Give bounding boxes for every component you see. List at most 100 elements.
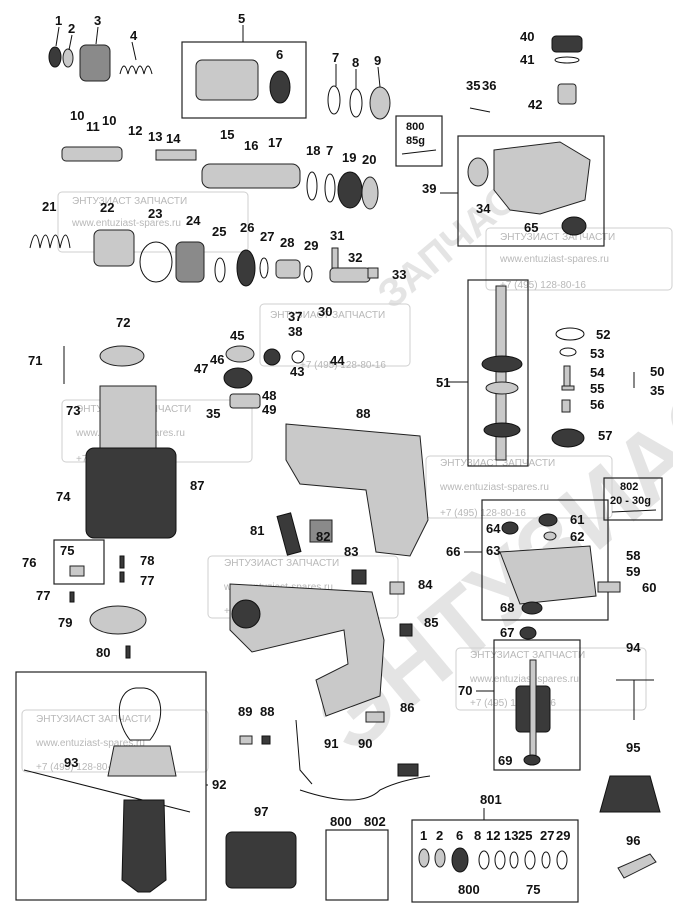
watermark-phone: +7 (495) 128-80-16 bbox=[36, 762, 122, 773]
callout-42: 42 bbox=[528, 97, 542, 112]
kit-801-ring-7 bbox=[524, 850, 536, 870]
kit-801-item: 2 bbox=[436, 828, 443, 843]
callout-68: 68 bbox=[500, 600, 514, 615]
box-kit-801 bbox=[411, 819, 579, 903]
callout-9: 9 bbox=[374, 53, 381, 68]
part-41 bbox=[554, 56, 580, 64]
callout-36: 36 bbox=[482, 78, 496, 93]
callout-72: 72 bbox=[116, 315, 130, 330]
part-29 bbox=[303, 265, 313, 283]
box-part-70 bbox=[493, 639, 581, 771]
callout-15: 15 bbox=[220, 127, 234, 142]
part-82 bbox=[309, 519, 333, 543]
part-32 bbox=[329, 267, 371, 283]
callout-11: 11 bbox=[86, 119, 100, 134]
callout-41: 41 bbox=[520, 52, 534, 67]
part-70-shaft bbox=[529, 659, 537, 761]
part-85 bbox=[399, 623, 413, 637]
part-90 bbox=[299, 775, 431, 801]
callout-30: 30 bbox=[318, 304, 332, 319]
callout-17: 17 bbox=[268, 135, 282, 150]
part-6 bbox=[269, 70, 291, 104]
watermark-block-1: ЭНТУЗИАСТ ЗАПЧАСТИ www.entuziast-spares.… bbox=[57, 191, 249, 253]
kit-801-item: 6 bbox=[456, 828, 463, 843]
callout-77: 77 bbox=[36, 588, 50, 603]
parts-row-3 bbox=[63, 345, 305, 409]
callout-20: 20 bbox=[362, 152, 376, 167]
part-51-gear-1 bbox=[481, 355, 523, 373]
watermark-url: www.entuziast-spares.ru bbox=[499, 254, 609, 265]
callout-86: 86 bbox=[400, 700, 414, 715]
callout-63: 63 bbox=[486, 543, 500, 558]
watermark-phone: +7 (495) 128-80-16 bbox=[470, 698, 556, 709]
callout-81: 81 bbox=[250, 523, 264, 538]
watermark-block-5: ЭНТУЗИАСТ ЗАПЧАСТИ www.entuziast-spares.… bbox=[425, 455, 613, 519]
part-95 bbox=[599, 775, 661, 813]
callout-73: 73 bbox=[66, 403, 80, 418]
callout-50: 50 bbox=[650, 364, 664, 379]
callout-34: 34 bbox=[476, 201, 491, 216]
callout-82: 82 bbox=[316, 529, 330, 544]
part-79 bbox=[89, 605, 147, 635]
callout-67: 67 bbox=[500, 625, 514, 640]
grease-802-number: 802 bbox=[620, 481, 638, 493]
part-28 bbox=[275, 259, 301, 279]
callout-5: 5 bbox=[238, 11, 245, 26]
part-90-plug bbox=[397, 763, 419, 777]
callout-23: 23 bbox=[148, 206, 162, 221]
callout-56: 56 bbox=[590, 397, 604, 412]
callout-46: 46 bbox=[210, 352, 224, 367]
part-60 bbox=[597, 581, 621, 593]
part-61 bbox=[538, 513, 558, 527]
callout-35: 35 bbox=[650, 383, 664, 398]
part-92-loop bbox=[118, 687, 162, 741]
watermark-brand: ЭНТУЗИАСТ ЗАПЧАСТИ bbox=[36, 714, 151, 725]
callout-96: 96 bbox=[626, 833, 640, 848]
callout-35: 35 bbox=[466, 78, 480, 93]
part-27 bbox=[259, 257, 269, 279]
housing-87 bbox=[276, 423, 429, 557]
part-68 bbox=[521, 601, 543, 615]
callout-6: 6 bbox=[276, 47, 283, 62]
kit-801-ring-6 bbox=[509, 851, 519, 869]
part-51-shaft bbox=[495, 285, 507, 461]
part-57 bbox=[551, 428, 585, 448]
watermark-brand: ЭНТУЗИАСТ ЗАПЧАСТИ bbox=[72, 196, 187, 207]
grease-802-amount: 20 - 30g bbox=[610, 495, 651, 507]
callout-28: 28 bbox=[280, 235, 294, 250]
part-72 bbox=[99, 345, 145, 367]
callout-76: 76 bbox=[22, 555, 36, 570]
callout-65: 65 bbox=[524, 220, 538, 235]
kit-801-item: 8 bbox=[474, 828, 481, 843]
callout-60: 60 bbox=[642, 580, 656, 595]
part-64 bbox=[501, 521, 519, 535]
callout-79: 79 bbox=[58, 615, 72, 630]
callout-74: 74 bbox=[56, 489, 71, 504]
part-55 bbox=[561, 385, 575, 391]
callout-61: 61 bbox=[570, 512, 584, 527]
box-part-5 bbox=[181, 41, 307, 119]
watermark-block-2: ЭНТУЗИАСТ ЗАПЧАСТИ www.entuziast-spares.… bbox=[485, 227, 673, 291]
watermark-url: www.entuziast-spares.ru bbox=[35, 738, 145, 749]
part-97 bbox=[225, 831, 297, 889]
parts-row-2 bbox=[29, 229, 379, 287]
callout-800: 800 bbox=[330, 814, 352, 829]
callout-54: 54 bbox=[590, 365, 605, 380]
callout-7: 7 bbox=[332, 50, 339, 65]
watermark-phone: +7 (495) 128-80-16 bbox=[300, 360, 386, 371]
leader-lines bbox=[55, 25, 494, 820]
callout-29: 29 bbox=[304, 238, 318, 253]
part-75 bbox=[69, 565, 85, 577]
part-23 bbox=[139, 241, 173, 283]
watermark-brand: ЭНТУЗИАСТ ЗАПЧАСТИ bbox=[270, 310, 385, 321]
watermark-brand: ЭНТУЗИАСТ ЗАПЧАСТИ bbox=[500, 232, 615, 243]
part-80 bbox=[125, 645, 131, 659]
part-33 bbox=[367, 267, 379, 279]
part-3 bbox=[79, 44, 111, 82]
chuck-parts bbox=[599, 679, 661, 879]
kit-801-ring-4 bbox=[478, 850, 490, 870]
grease-800-number: 800 bbox=[406, 121, 424, 133]
part-78 bbox=[119, 555, 125, 569]
callout-47: 47 bbox=[194, 361, 208, 376]
